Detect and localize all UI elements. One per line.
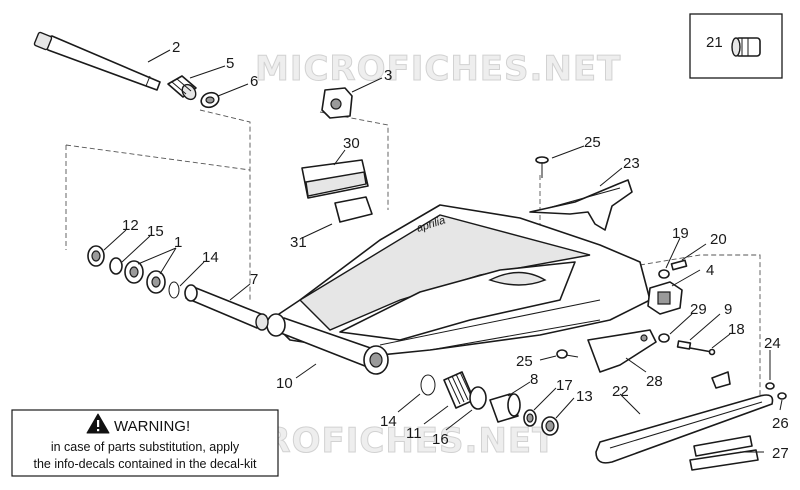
callout-24: 24 — [764, 335, 781, 352]
callout-26: 26 — [772, 415, 789, 432]
warning-triangle-icon — [86, 413, 110, 434]
part-20-screw — [670, 259, 688, 271]
callout-14-lower: 14 — [380, 413, 397, 430]
callout-10: 10 — [276, 375, 293, 392]
callout-3: 3 — [384, 67, 392, 84]
part-29-bush — [658, 333, 670, 343]
part-3-bracket — [321, 87, 353, 119]
callout-15: 15 — [147, 223, 164, 240]
callout-30: 30 — [343, 135, 360, 152]
part-19-nut — [658, 269, 670, 279]
part-23-chain-guard — [529, 179, 633, 231]
callout-7: 7 — [250, 271, 258, 288]
callout-13: 13 — [576, 388, 593, 405]
part-13-spacer — [541, 416, 559, 436]
part-22-chain-slider — [595, 371, 774, 464]
warning-line-1: in case of parts substitution, apply — [51, 440, 240, 454]
callout-25-top: 25 — [584, 134, 601, 151]
callout-25-lower: 25 — [516, 353, 533, 370]
leader-lines — [103, 49, 783, 453]
part-27-decals — [689, 435, 759, 471]
callout-18: 18 — [728, 321, 745, 338]
part-30-pad — [301, 159, 369, 199]
callout-4: 4 — [706, 262, 714, 279]
watermark-top: MICROFICHES.NET — [255, 49, 621, 89]
part-10-pivot-tube — [266, 313, 389, 375]
part-14-circlip-lower — [420, 374, 436, 396]
callout-21: 21 — [706, 34, 723, 51]
part-16-ring — [469, 386, 487, 410]
part-7-spacer-tube — [184, 284, 269, 331]
callout-14-left: 14 — [202, 249, 219, 266]
callout-22: 22 — [612, 383, 629, 400]
part-11-needle-bearing — [443, 371, 475, 409]
part-4-chain-adjuster — [647, 281, 683, 315]
callout-19: 19 — [672, 225, 689, 242]
part-5-bush — [167, 75, 197, 101]
part-24-washer — [765, 382, 775, 390]
callout-17: 17 — [556, 377, 573, 394]
lower-bearing-set — [420, 371, 559, 436]
callout-29: 29 — [690, 301, 707, 318]
part-15-washer — [109, 257, 123, 275]
callout-11: 11 — [406, 425, 422, 442]
callout-23: 23 — [623, 155, 640, 172]
swingarm-body: aprilia — [269, 204, 651, 356]
callout-31: 31 — [290, 234, 307, 251]
part-14-circlip-left — [168, 281, 180, 299]
callout-8: 8 — [530, 371, 538, 388]
part-2-axle — [33, 31, 161, 91]
warning-line-2: the info-decals contained in the decal-k… — [33, 457, 257, 471]
callout-5: 5 — [226, 55, 234, 72]
part-18-pin — [689, 347, 716, 356]
part-9-washer — [676, 340, 692, 350]
callout-9: 9 — [724, 301, 732, 318]
callout-1: 1 — [174, 234, 182, 251]
callout-28: 28 — [646, 373, 663, 390]
part-25-screw-top — [535, 156, 549, 178]
part-6-nut — [200, 91, 220, 109]
callout-16: 16 — [432, 431, 449, 448]
callout-20: 20 — [710, 231, 727, 248]
callout-6: 6 — [250, 73, 258, 90]
part-31-pad — [334, 196, 373, 223]
part-26-screw — [777, 392, 787, 400]
left-bearing-set — [87, 245, 180, 299]
warning-title: WARNING! — [114, 418, 190, 435]
part-21-box — [689, 13, 783, 79]
warning-box: WARNING! in case of parts substitution, … — [11, 409, 279, 477]
part-8-bush — [489, 393, 521, 423]
callout-12: 12 — [122, 217, 139, 234]
callout-numbers: 2 5 6 3 30 31 25 23 21 12 15 1 14 7 10 1… — [122, 34, 789, 462]
callout-27: 27 — [772, 445, 789, 462]
part-28-bracket — [587, 329, 657, 373]
part-25-screw-lower — [556, 349, 579, 359]
callout-2: 2 — [172, 39, 180, 56]
